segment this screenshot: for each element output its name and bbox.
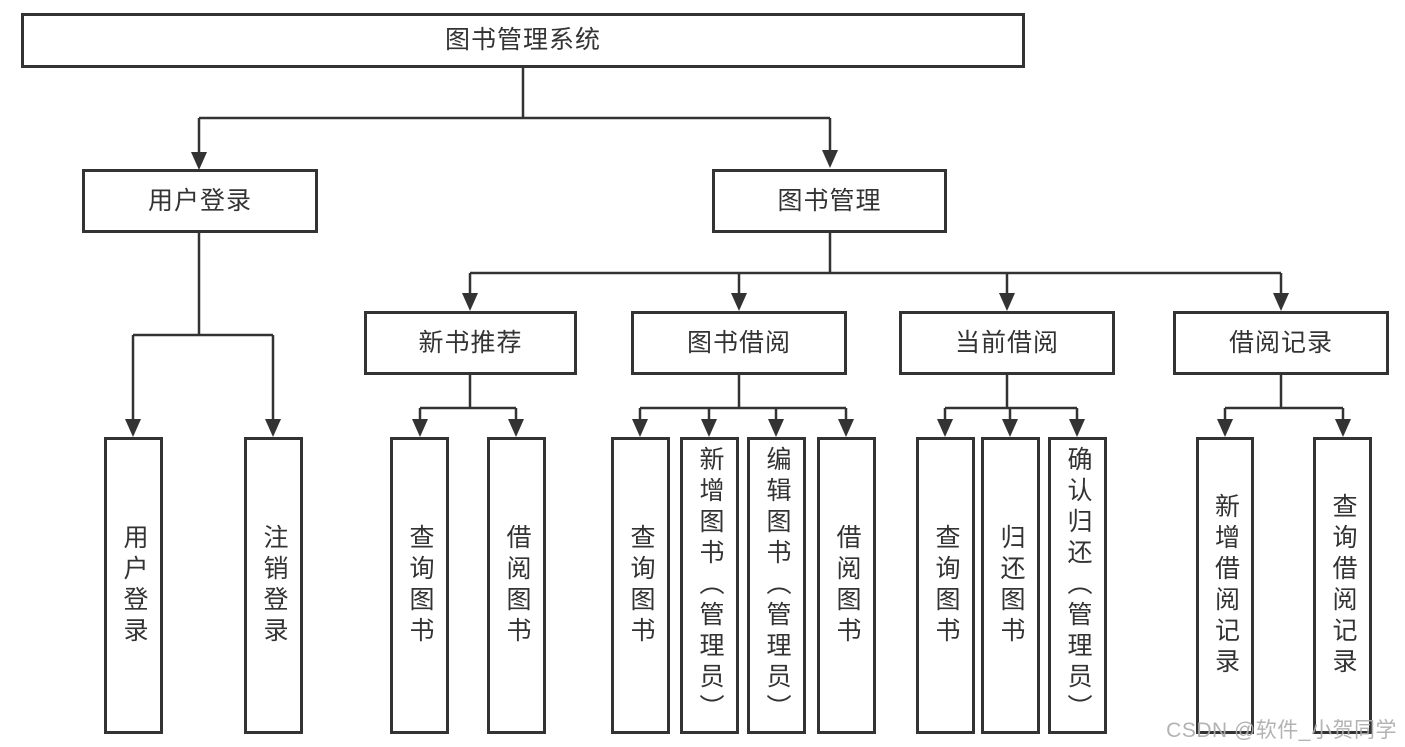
node-user-login: 用户登录 <box>82 169 318 233</box>
node-label: 新增图书（管理员） <box>696 446 724 725</box>
node-add-borrow-record: 新增借阅记录 <box>1196 437 1254 734</box>
node-label: 当前借阅 <box>954 328 1059 357</box>
node-current-borrowing: 当前借阅 <box>899 311 1115 375</box>
node-return-books: 归还图书 <box>981 437 1040 734</box>
node-query-books-current: 查询图书 <box>916 437 975 734</box>
node-label: 用户登录 <box>120 523 148 648</box>
node-book-management: 图书管理 <box>712 169 947 233</box>
node-query-books-borrowing: 查询图书 <box>611 437 670 734</box>
node-query-borrow-record: 查询借阅记录 <box>1313 437 1372 734</box>
node-borrowing-records: 借阅记录 <box>1173 311 1389 375</box>
node-label: 图书管理系统 <box>444 26 601 54</box>
node-edit-book-admin: 编辑图书（管理员） <box>747 437 806 734</box>
arrowhead-icons <box>125 150 1351 437</box>
node-label: 图书管理 <box>777 186 882 215</box>
node-borrow-books-borrowing: 借阅图书 <box>817 437 876 734</box>
node-label: 查询图书 <box>406 523 434 648</box>
node-label: 查询借阅记录 <box>1329 492 1357 679</box>
node-label: 编辑图书（管理员） <box>763 446 791 725</box>
node-logout: 注销登录 <box>244 437 303 734</box>
node-confirm-return-admin: 确认归还（管理员） <box>1048 437 1107 734</box>
node-label: 图书借阅 <box>686 328 791 357</box>
node-label: 确认归还（管理员） <box>1064 446 1092 725</box>
node-label: 查询图书 <box>627 523 655 648</box>
node-label: 借阅图书 <box>833 523 861 648</box>
node-query-books-recommend: 查询图书 <box>390 437 449 734</box>
node-borrow-books-recommend: 借阅图书 <box>487 437 546 734</box>
node-label: 用户登录 <box>147 186 252 215</box>
node-label: 借阅图书 <box>503 523 531 648</box>
node-add-book-admin: 新增图书（管理员） <box>680 437 739 734</box>
node-label: 归还图书 <box>997 523 1025 648</box>
node-book-borrowing: 图书借阅 <box>631 311 847 375</box>
node-new-book-recommendation: 新书推荐 <box>364 311 577 375</box>
node-library-management-system: 图书管理系统 <box>21 13 1025 68</box>
node-label: 新书推荐 <box>418 328 523 357</box>
node-label: 新增借阅记录 <box>1211 492 1240 679</box>
node-label: 查询图书 <box>932 523 960 648</box>
node-user-login-action: 用户登录 <box>104 437 163 734</box>
csdn-watermark: CSDN @软件_小贺同学 <box>1166 719 1397 742</box>
node-label: 注销登录 <box>260 523 288 648</box>
node-label: 借阅记录 <box>1228 328 1333 357</box>
